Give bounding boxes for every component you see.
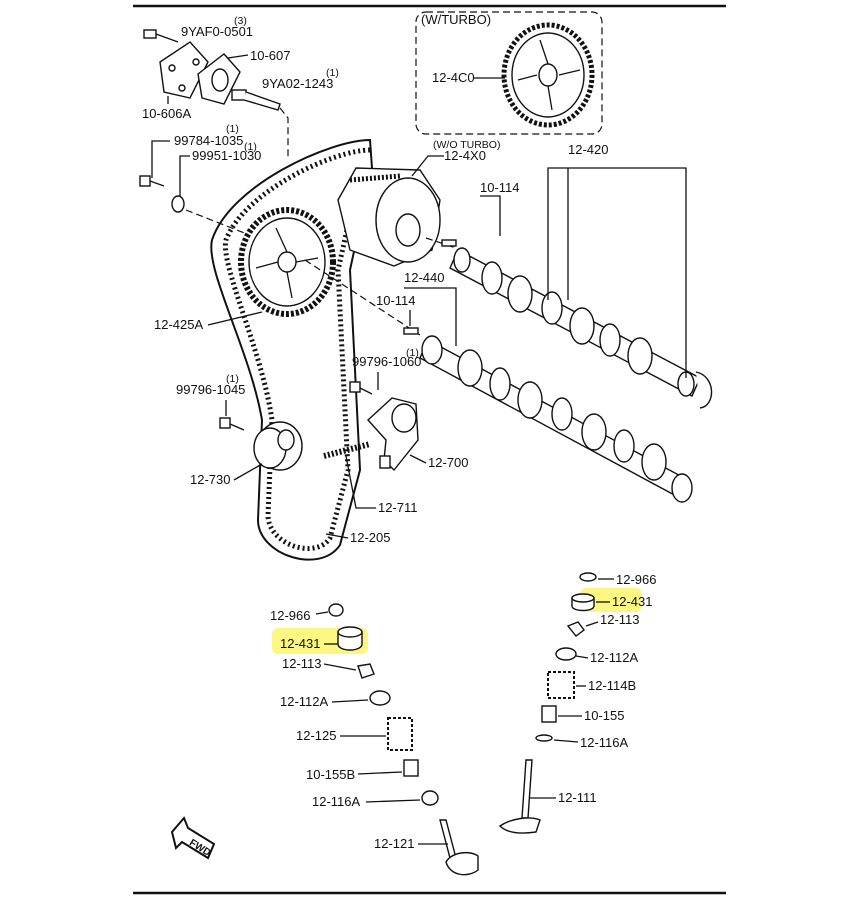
part-label-12-966-left: 12-966 xyxy=(270,608,310,623)
part-label-12-420: 12-420 xyxy=(568,142,608,157)
part-label-12-431-right: 12-431 xyxy=(612,594,652,609)
shim-12-966-left xyxy=(328,603,344,617)
valve-12-121 xyxy=(439,819,479,876)
retainer-12-112a-right xyxy=(555,647,577,661)
part-label-9ya02-1243: 9YA02-1243 xyxy=(262,76,333,91)
idler-pulley-12-730 xyxy=(253,421,303,471)
qty-99796-1060: (1) xyxy=(406,347,419,359)
valve-train-left: 12-966 12-431 12-113 12-112A 12-125 10-1… xyxy=(270,603,479,876)
bolt-9ya02 xyxy=(231,89,281,111)
bolt-99784 xyxy=(139,175,165,187)
forward-direction-indicator: FWD xyxy=(170,816,216,860)
tensioner-12-700 xyxy=(367,397,419,472)
valve-12-111 xyxy=(498,759,541,834)
retainer-12-112a-left xyxy=(369,690,391,706)
part-label-12-113-left: 12-113 xyxy=(282,656,322,671)
gasket-10-607 xyxy=(197,53,241,105)
part-label-99796-1045: 99796-1045 xyxy=(176,382,245,397)
part-label-12-730: 12-730 xyxy=(190,472,230,487)
spring-12-125-left xyxy=(387,717,413,751)
part-label-10-606a: 10-606A xyxy=(142,106,191,121)
part-label-12-121: 12-121 xyxy=(374,836,414,851)
part-label-99784-1035: 99784-1035 xyxy=(174,133,243,148)
label-wo-turbo: (W/O TURBO) xyxy=(433,139,500,151)
shim-12-966-right xyxy=(579,572,597,582)
part-label-12-431-left: 12-431 xyxy=(280,636,320,651)
part-label-12-112a-right: 12-112A xyxy=(590,650,639,665)
qty-99784: (1) xyxy=(226,123,239,135)
part-label-10-607: 10-607 xyxy=(250,48,290,63)
part-label-10-155-right: 10-155 xyxy=(584,708,624,723)
qty-9ya02: (1) xyxy=(326,67,339,79)
part-label-10-114-mid: 10-114 xyxy=(376,293,416,308)
camshaft-12-420 xyxy=(449,247,713,409)
keeper-12-113-left xyxy=(357,663,375,679)
seal-10-155-right xyxy=(541,705,557,723)
part-label-12-4c0: 12-4C0 xyxy=(432,70,475,85)
part-label-10-155b-left: 10-155B xyxy=(306,767,355,782)
bolt-9yaf0 xyxy=(143,29,179,43)
qty-9yaf0: (3) xyxy=(234,15,247,27)
dowel-pin-10-114-top xyxy=(441,239,457,247)
timing-belt-12-205 xyxy=(210,138,374,561)
qty-99951: (1) xyxy=(244,141,257,153)
part-label-12-440: 12-440 xyxy=(404,270,444,285)
part-label-12-114b-right: 12-114B xyxy=(588,678,636,693)
part-label-12-116a-right: 12-116A xyxy=(580,735,629,750)
highlight-12-431-right xyxy=(580,588,642,612)
part-label-12-711: 12-711 xyxy=(378,500,418,515)
part-label-12-425a: 12-425A xyxy=(154,317,203,332)
cam-pulley-12-425a xyxy=(238,207,336,317)
spring-12-114b-right xyxy=(547,671,575,699)
seat-12-116a-left xyxy=(421,790,439,806)
part-label-12-112a-left: 12-112A xyxy=(280,694,329,709)
part-label-12-966-right: 12-966 xyxy=(616,572,656,587)
part-label-12-4x0: 12-4X0 xyxy=(444,148,486,163)
part-label-12-205: 12-205 xyxy=(350,530,390,545)
turbo-variant-box: (W/TURBO) 12-4C0 xyxy=(415,11,603,135)
variable-valve-timing-actuator xyxy=(337,167,441,267)
part-label-12-125-left: 12-125 xyxy=(296,728,336,743)
turbo-box-title: (W/TURBO) xyxy=(421,12,491,27)
part-label-12-111: 12-111 xyxy=(558,790,597,805)
camshaft-12-440 xyxy=(419,335,693,503)
seat-12-116a-right xyxy=(535,734,553,742)
part-label-10-114-top: 10-114 xyxy=(480,180,520,195)
part-label-12-116a-left: 12-116A xyxy=(312,794,361,809)
part-label-99951-1030: 99951-1030 xyxy=(192,148,261,163)
keeper-12-113-right xyxy=(566,621,585,637)
bolt-99796-1045 xyxy=(219,417,245,431)
seal-10-155b-left xyxy=(403,759,419,777)
part-label-99796-1060: 99796-1060 xyxy=(352,354,421,369)
part-label-12-113-right: 12-113 xyxy=(600,612,640,627)
valve-train-right: 12-966 12-431 12-113 12-112A 12-114B 10-… xyxy=(498,572,656,834)
part-label-12-700: 12-700 xyxy=(428,455,468,470)
dowel-pin-10-114-mid xyxy=(403,327,419,335)
turbo-cam-pulley xyxy=(501,22,595,128)
part-label-9yaf0-0501: 9YAF0-0501 xyxy=(181,24,253,39)
bolt-99796-1060 xyxy=(349,381,373,395)
washer-99951 xyxy=(171,195,185,213)
qty-99796-1045: (1) xyxy=(226,373,239,385)
